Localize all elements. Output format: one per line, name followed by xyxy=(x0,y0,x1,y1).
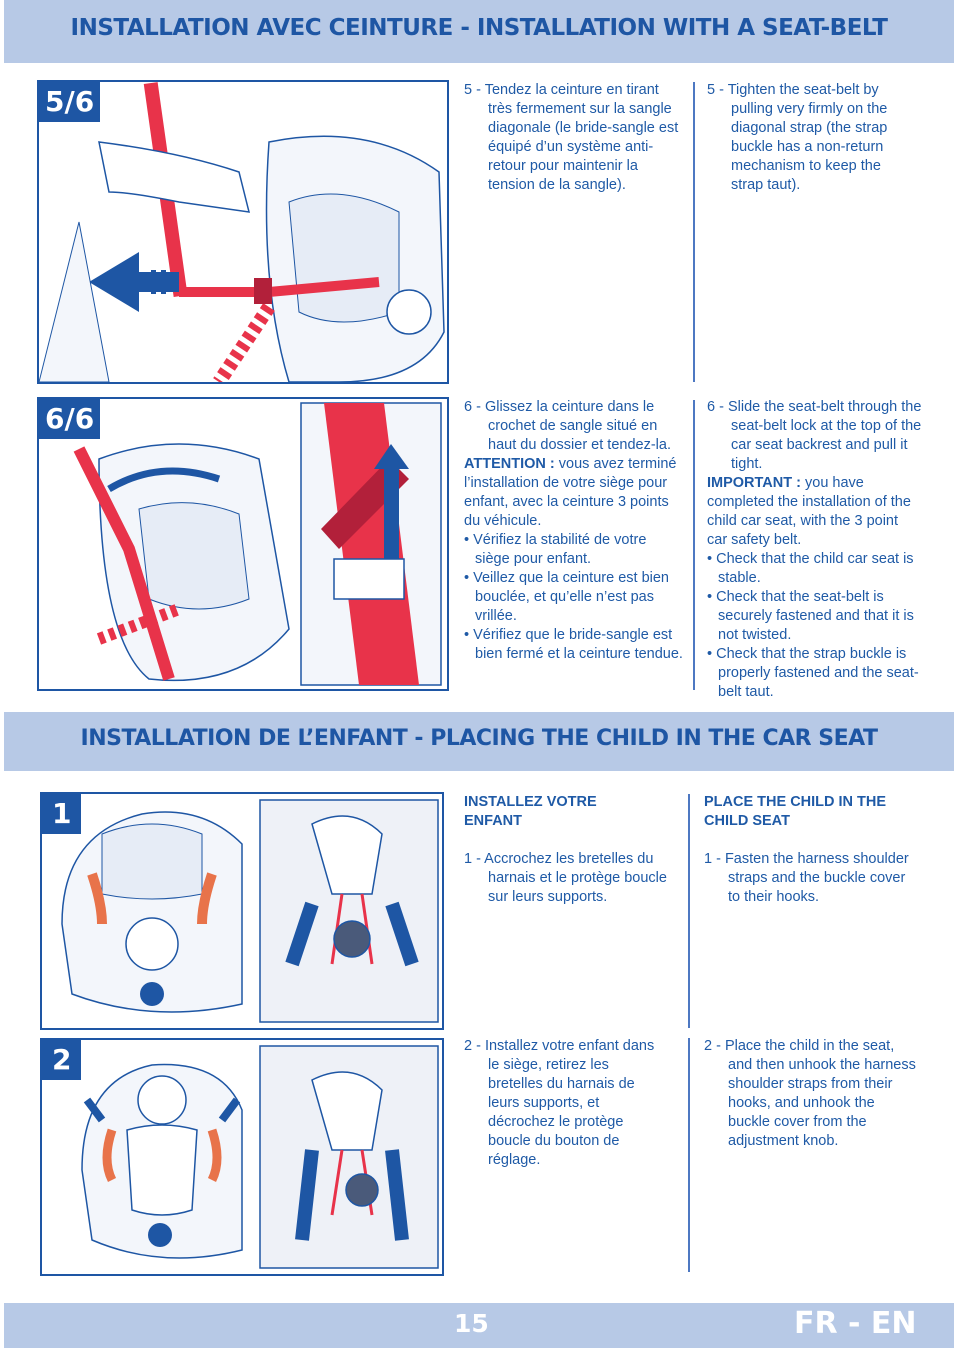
step-5-instruction-fr: 5 - Tendez la ceinture en tirant très fe… xyxy=(464,82,679,193)
child-step-heading-en: PLACE THE CHILD IN THE CHILD SEAT xyxy=(704,794,887,829)
child-step-2-instruction-fr: 2 - Installez votre enfant dans le siège… xyxy=(464,1038,655,1168)
seatbelt-lock-illustration xyxy=(73,402,442,686)
important-label: IMPORTANT : xyxy=(707,475,801,491)
step-badge: 1 xyxy=(42,794,82,834)
child-step-1-instruction-en: 1 - Fasten the harness shoulder straps a… xyxy=(704,851,909,905)
step-badge: 6/6 xyxy=(39,399,101,439)
step-6-text-en: 6 - Slide the seat-belt through the seat… xyxy=(707,398,922,702)
figure-step-5: 5/6 xyxy=(37,80,449,384)
step-6-attention-fr: ATTENTION : vous avez terminé l’installa… xyxy=(464,455,684,531)
step-6-important-en: IMPORTANT : you have completed the insta… xyxy=(707,474,922,550)
figure-child-step-2: 2 xyxy=(40,1038,444,1276)
child-step-1-text-fr: INSTALLEZ VOTRE ENFANT 1 - Accrochez les… xyxy=(464,793,684,907)
check-item-en: • Check that the child car seat is stabl… xyxy=(707,551,914,586)
check-item-en: • Check that the seat-belt is securely f… xyxy=(707,589,914,643)
step-badge: 5/6 xyxy=(39,82,101,122)
child-step-2-text-en: 2 - Place the child in the seat, and the… xyxy=(704,1037,919,1151)
child-step-heading-fr: INSTALLEZ VOTRE ENFANT xyxy=(464,794,597,829)
check-item-en: • Check that the strap buckle is properl… xyxy=(707,646,919,700)
child-step-1-instruction-fr: 1 - Accrochez les bretelles du harnais e… xyxy=(464,851,667,905)
child-placement-illustration xyxy=(81,1045,439,1269)
child-step-2-text-fr: 2 - Installez votre enfant dans le siège… xyxy=(464,1037,664,1170)
figure-step-6: 6/6 xyxy=(37,397,449,691)
step-badge: 2 xyxy=(42,1040,82,1080)
section-header-seatbelt: INSTALLATION AVEC CEINTURE - INSTALLATIO… xyxy=(4,0,954,63)
page-number: 15 xyxy=(454,1309,489,1338)
check-item-fr: • Vérifiez que le bride-sangle est bien … xyxy=(464,627,683,662)
column-divider xyxy=(693,400,695,690)
language-label: FR - EN xyxy=(794,1306,917,1341)
step-6-text-fr: 6 - Glissez la ceinture dans le crochet … xyxy=(464,398,684,664)
step-6-instruction-en: 6 - Slide the seat-belt through the seat… xyxy=(707,399,922,472)
column-divider xyxy=(693,82,695,382)
check-item-fr: • Veillez que la ceinture est bien boucl… xyxy=(464,570,669,624)
section-title: INSTALLATION DE L’ENFANT - PLACING THE C… xyxy=(80,726,878,751)
column-divider xyxy=(688,794,690,1028)
attention-text: vous avez terminé l’installation de votr… xyxy=(464,456,677,529)
step-5-text-en: 5 - Tighten the seat-belt by pulling ver… xyxy=(707,81,917,195)
step-5-text-fr: 5 - Tendez la ceinture en tirant très fe… xyxy=(464,81,682,195)
section-header-child: INSTALLATION DE L’ENFANT - PLACING THE C… xyxy=(4,712,954,771)
seatbelt-tighten-illustration xyxy=(39,82,445,382)
harness-hooks-illustration xyxy=(61,799,439,1023)
child-step-1-text-en: PLACE THE CHILD IN THE CHILD SEAT 1 - Fa… xyxy=(704,793,919,907)
check-item-fr: • Vérifiez la stabilité de votre siège p… xyxy=(464,532,647,567)
step-5-instruction-en: 5 - Tighten the seat-belt by pulling ver… xyxy=(707,82,888,193)
step-6-instruction-fr: 6 - Glissez la ceinture dans le crochet … xyxy=(464,399,671,453)
footer-band: 15 FR - EN xyxy=(4,1303,954,1348)
child-step-2-instruction-en: 2 - Place the child in the seat, and the… xyxy=(704,1038,916,1149)
figure-child-step-1: 1 xyxy=(40,792,444,1030)
important-text: you have completed the installation of t… xyxy=(707,475,911,548)
attention-label: ATTENTION : xyxy=(464,456,555,472)
section-title: INSTALLATION AVEC CEINTURE - INSTALLATIO… xyxy=(70,15,888,41)
column-divider xyxy=(688,1038,690,1272)
